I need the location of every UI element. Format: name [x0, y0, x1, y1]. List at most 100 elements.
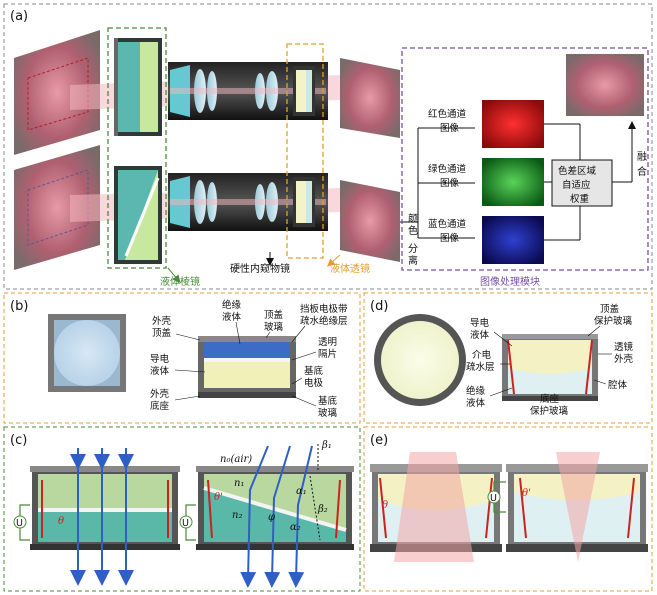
liquid-prism-bottom	[114, 166, 162, 264]
svg-text:融: 融	[637, 151, 647, 163]
green-channel-label: 绿色通道 图像	[428, 163, 467, 189]
svg-text:外壳: 外壳	[152, 315, 172, 327]
d-insulating-liquid-label: 绝缘 液体	[466, 385, 486, 409]
image-processing-label: 图像处理模块	[480, 276, 540, 288]
svg-text:液体: 液体	[150, 365, 170, 377]
liquid-lens-bottom	[293, 177, 315, 227]
svg-text:玻璃: 玻璃	[318, 407, 337, 419]
substrate-glass-label: 基底 玻璃	[318, 395, 338, 419]
rays-unactuated	[70, 448, 134, 586]
red-channel-image	[482, 100, 544, 148]
normal-line-interface	[309, 475, 321, 541]
panel-a-border	[3, 3, 653, 290]
panel-d: (d) 导电 液体 介电 疏水层 绝缘 液体 顶盖 保护玻璃	[363, 292, 653, 424]
output-image-top	[340, 58, 400, 138]
voltage-source-right: U	[179, 504, 196, 541]
d-top-protective-glass-label: 顶盖 保护玻璃	[594, 303, 632, 327]
panel-c: (c) U θ	[3, 426, 361, 592]
e-voltage-source: U	[487, 481, 506, 513]
n2-label: n₂	[232, 510, 242, 521]
svg-text:图像: 图像	[440, 232, 460, 244]
svg-text:底座: 底座	[540, 393, 560, 405]
beta1-label: β₁	[321, 440, 332, 451]
panel-d-label: (d)	[370, 299, 388, 314]
svg-text:合: 合	[637, 165, 647, 178]
theta-prime-label: θ'	[214, 492, 223, 503]
svg-text:导电: 导电	[470, 317, 490, 329]
prism-unactuated	[30, 466, 180, 550]
weight-box-line1: 色差区域	[558, 165, 597, 177]
panel-b: (b) 外壳 顶盖 导电 液体 外壳 底座	[3, 292, 361, 424]
weight-box-line3: 权重	[570, 193, 590, 205]
svg-text:液体: 液体	[222, 311, 242, 323]
rays-actuated	[240, 445, 313, 588]
n0-label: n₀(air)	[220, 454, 252, 465]
svg-text:顶盖: 顶盖	[264, 309, 284, 321]
outer-top-label: 外壳 顶盖	[152, 315, 172, 339]
svg-text:疏水绝缘层: 疏水绝缘层	[300, 315, 348, 327]
svg-text:外壳: 外壳	[614, 353, 634, 365]
panel-c-label: (c)	[10, 433, 27, 448]
svg-text:透明: 透明	[318, 337, 337, 348]
svg-text:疏水层: 疏水层	[466, 361, 495, 373]
prism-cross-section	[198, 336, 296, 398]
liquid-lens-top	[293, 66, 315, 116]
svg-text:保护玻璃: 保护玻璃	[530, 405, 568, 417]
svg-text:电极: 电极	[304, 377, 324, 389]
baffle-electrode-label: 挡板电极带 疏水绝缘层	[300, 303, 348, 327]
fusion-label: 融 合	[637, 151, 647, 178]
svg-text:玻璃: 玻璃	[264, 321, 283, 333]
svg-text:顶盖: 顶盖	[152, 327, 172, 339]
panel-c-border	[3, 426, 361, 592]
svg-text:液体: 液体	[466, 397, 486, 409]
svg-text:图像: 图像	[440, 122, 460, 134]
voltage-source-left: U	[13, 504, 30, 541]
d-cavity-label: 腔体	[608, 379, 628, 391]
liquid-lens-label: 液体透镜	[330, 262, 370, 275]
svg-text:U: U	[490, 493, 497, 504]
image-processing-box	[401, 47, 649, 271]
d-base-protective-glass-label: 底座 保护玻璃	[530, 393, 568, 417]
e-theta-prime-label: θ'	[522, 488, 531, 499]
conductive-liquid-label: 导电 液体	[150, 353, 170, 377]
green-channel-image	[482, 158, 544, 206]
n1-label: n₁	[234, 478, 244, 489]
liquid-prism-top	[114, 38, 162, 136]
liquid-lens-box	[286, 43, 324, 259]
svg-text:颜: 颜	[408, 212, 418, 225]
d-dielectric-layer-label: 介电 疏水层	[466, 349, 495, 373]
alpha2-label: α₂	[290, 522, 301, 533]
svg-text:基底: 基底	[304, 365, 324, 377]
outer-base-label: 外壳 底座	[150, 388, 170, 412]
fused-output-image	[566, 54, 644, 116]
svg-text:红色通道: 红色通道	[428, 108, 467, 120]
svg-text:U: U	[16, 518, 23, 529]
blue-channel-image	[482, 216, 544, 264]
svg-text:介电: 介电	[472, 349, 492, 361]
adaptive-weight-box	[551, 159, 613, 207]
rigid-endoscope-label: 硬性内窥物镜	[230, 262, 290, 275]
svg-text:蓝色通道: 蓝色通道	[428, 218, 467, 230]
svg-text:U: U	[182, 518, 189, 529]
output-image-bottom	[340, 180, 400, 262]
e-theta-label: θ	[382, 500, 388, 511]
svg-text:色: 色	[408, 224, 418, 237]
insulating-liquid-label: 绝缘 液体	[222, 299, 242, 323]
prism-actuated	[196, 466, 354, 550]
d-conductive-liquid-label: 导电 液体	[470, 317, 490, 341]
beta2-label: β₂	[317, 504, 328, 515]
red-channel-label: 红色通道 图像	[428, 108, 467, 134]
svg-text:顶盖: 顶盖	[600, 303, 620, 315]
liquid-prism-label: 液体棱镜	[160, 275, 200, 288]
panel-a: (a)	[3, 3, 653, 290]
panel-a-label: (a)	[10, 9, 28, 24]
svg-text:底座: 底座	[150, 400, 170, 412]
svg-text:隔片: 隔片	[318, 348, 337, 360]
beam-converging	[556, 452, 600, 562]
svg-text:保护玻璃: 保护玻璃	[594, 315, 632, 327]
svg-text:绝缘: 绝缘	[466, 385, 486, 397]
weight-box-line2: 自适应	[562, 179, 591, 191]
svg-text:离: 离	[408, 254, 418, 267]
beam-diverging	[394, 452, 474, 562]
